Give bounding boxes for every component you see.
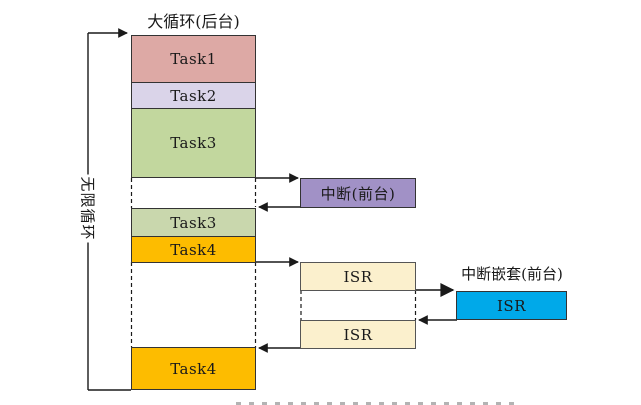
nested-isr-label: ISR [497,296,526,315]
infinite-loop-label-text: 无限循环 [77,173,99,243]
main-loop-title: 大循环(后台) [147,12,240,31]
task-label: Task1 [170,50,217,68]
task-label: Task4 [170,240,217,259]
interrupt-box: 中断(前台) [300,178,416,208]
clipped-caption [236,402,520,405]
interrupt-box-label: 中断(前台) [320,184,396,203]
task-label: Task3 [170,134,217,152]
isr-box-top: ISR [300,262,416,291]
isr-label: ISR [343,325,373,344]
nested-interrupt-title: 中断嵌套(前台) [461,265,563,283]
task-label: Task4 [170,359,217,378]
task-box-task3-resumed: Task3 [131,208,256,237]
task-box-task2: Task2 [131,82,256,109]
isr-label: ISR [343,267,373,286]
task-box-task4-resumed: Task4 [131,347,256,390]
task-label: Task2 [170,86,217,105]
task-box-task4: Task4 [131,236,256,263]
task-label: Task3 [170,213,217,232]
task-box-task3: Task3 [131,108,256,178]
task-box-task1: Task1 [131,35,256,83]
nested-isr-box: ISR [456,291,567,320]
isr-box-bottom: ISR [300,320,416,349]
